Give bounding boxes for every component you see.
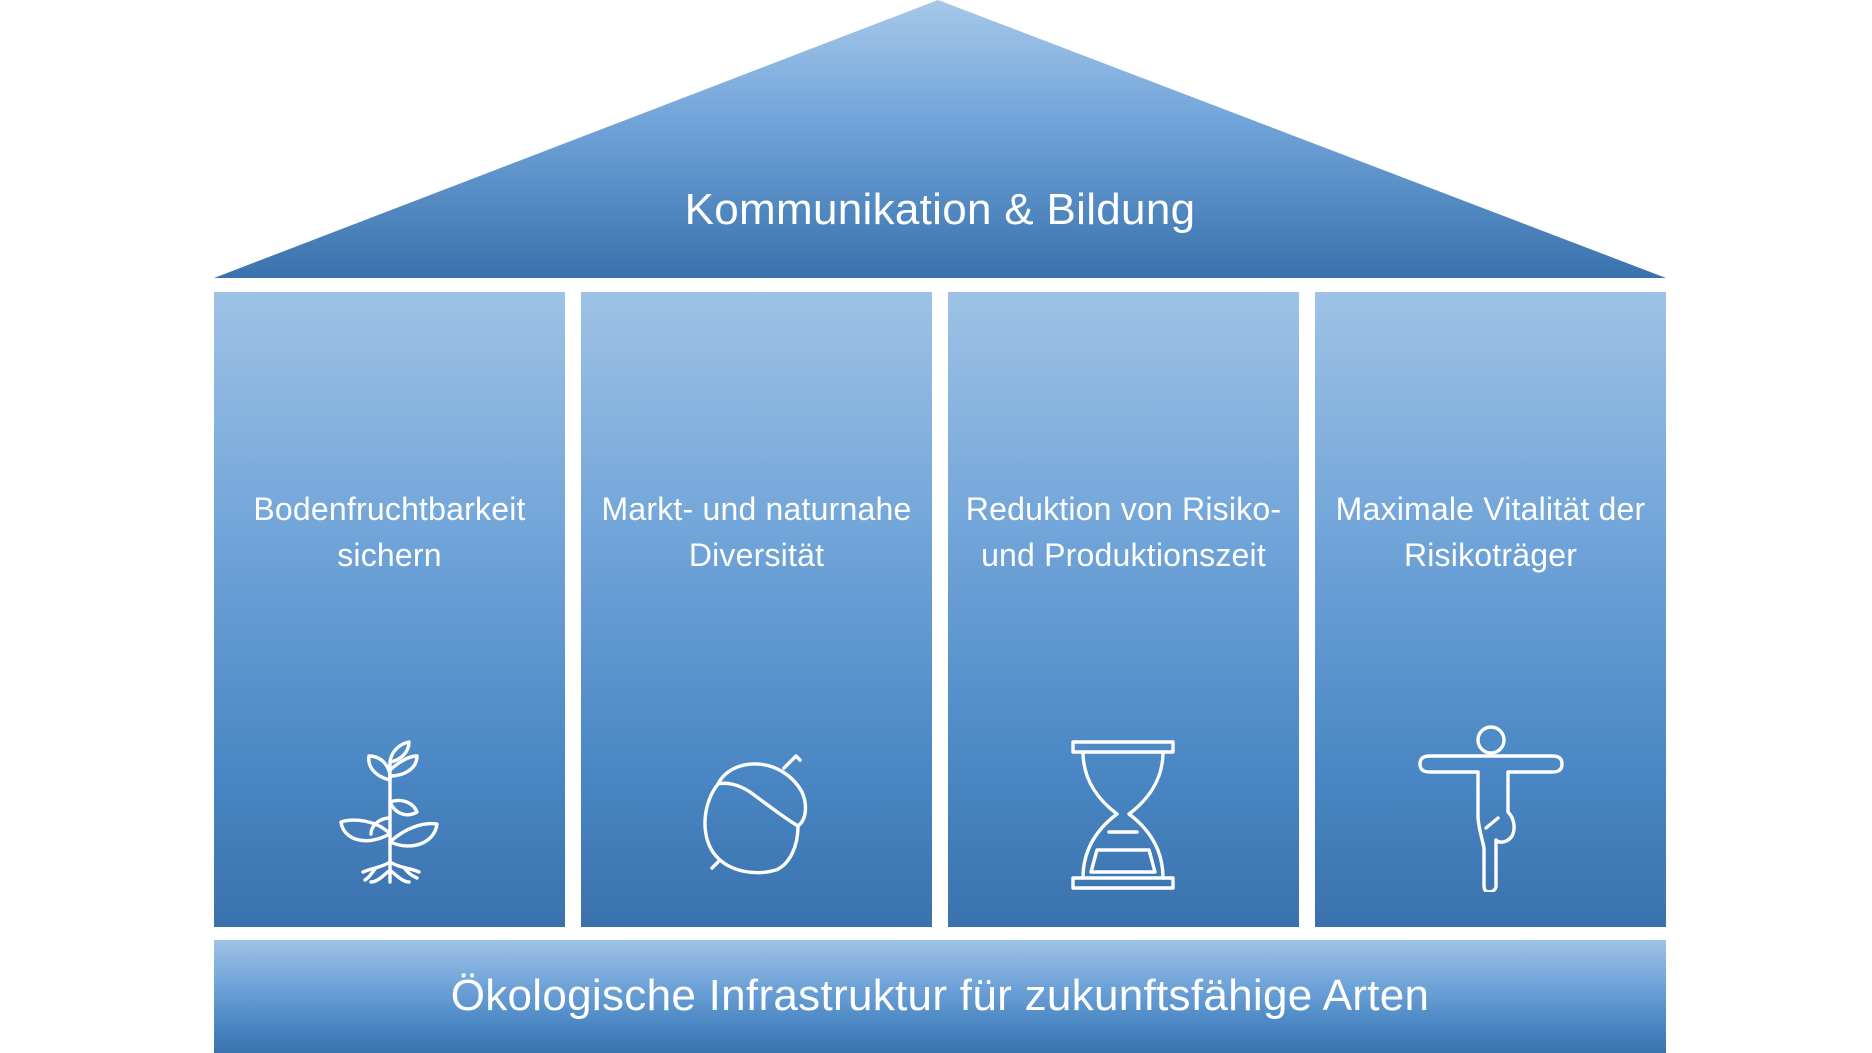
foundation-label: Ökologische Infrastruktur für zukunftsfä… <box>450 971 1430 1020</box>
roof-label: Kommunikation & Bildung <box>684 185 1196 234</box>
seedling-icon <box>338 740 439 884</box>
foundation: Ökologische Infrastruktur für zukunftsfä… <box>214 940 1666 1053</box>
pillar-label: Markt- und naturnahe Diversität <box>601 491 912 573</box>
hourglass-icon <box>1070 740 1175 890</box>
pillar-soil-fertility: Bodenfruchtbarkeit sichern <box>214 292 565 927</box>
pillar-vitality: Maximale Vitalität der Risikoträger <box>1315 292 1666 927</box>
pillar-risk-reduction: Reduktion von Risiko- und Produktionszei… <box>948 292 1299 927</box>
acorn-icon <box>702 754 807 875</box>
tree-pose-figure-icon <box>1417 725 1564 892</box>
pillar-label: Reduktion von Risiko- und Produktionszei… <box>965 491 1282 573</box>
roof <box>214 0 1666 278</box>
pillar-label: Maximale Vitalität der Risikoträger <box>1335 491 1646 573</box>
pillar-label: Bodenfruchtbarkeit sichern <box>253 491 526 573</box>
pillar-diversity: Markt- und naturnahe Diversität <box>581 292 932 927</box>
